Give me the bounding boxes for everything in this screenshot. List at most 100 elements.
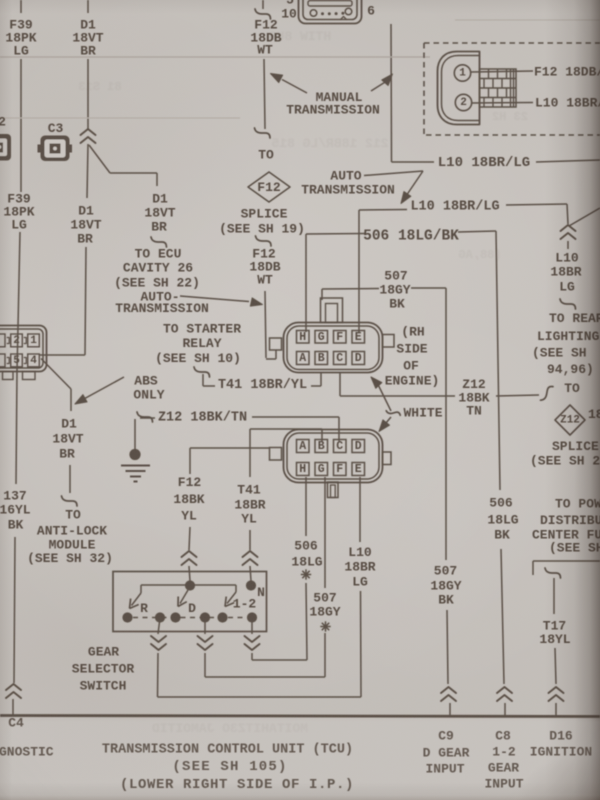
svg-text:18BK: 18BK [173, 492, 204, 507]
svg-text:AUTO: AUTO [330, 169, 361, 184]
svg-text:LG: LG [559, 280, 575, 295]
svg-text:TRANSMISSION CONTROL UNIT (TCU: TRANSMISSION CONTROL UNIT (TCU) [102, 743, 353, 758]
svg-text:ENGINE): ENGINE) [385, 374, 440, 389]
svg-text:LG: LG [352, 575, 368, 590]
svg-text:SPLICE: SPLICE [552, 439, 599, 454]
svg-text:18VT: 18VT [144, 206, 175, 221]
svg-text:507: 507 [384, 269, 407, 284]
svg-text:F12: F12 [178, 475, 202, 490]
svg-text:LG: LG [11, 218, 27, 233]
svg-text:(SEE SH: (SEE SH [532, 346, 587, 361]
svg-text:TRANSMISSION: TRANSMISSION [115, 301, 209, 316]
svg-text:T17: T17 [543, 619, 566, 634]
svg-text:H: H [299, 463, 306, 476]
svg-text:Z12: Z12 [462, 377, 486, 392]
svg-text:F12 18DB/: F12 18DB/ [534, 65, 600, 80]
svg-text:81 S13: 81 S13 [78, 80, 121, 94]
svg-text:TO: TO [65, 508, 81, 523]
svg-text:(88,AG: (88,AG [458, 248, 501, 262]
svg-text:F39: F39 [7, 192, 31, 207]
svg-text:18GY: 18GY [309, 605, 340, 620]
svg-text:18PK: 18PK [3, 205, 34, 220]
svg-text:YL: YL [241, 512, 257, 527]
svg-text:MANUAL: MANUAL [316, 90, 363, 105]
svg-text:BK: BK [8, 518, 24, 533]
svg-text:507: 507 [434, 564, 457, 579]
svg-text:(SEE SH 2: (SEE SH 2 [530, 454, 600, 469]
svg-text:HTIW 8U8: HTIW 8U8 [269, 29, 332, 44]
svg-text:N: N [257, 585, 265, 600]
svg-text:SIDE: SIDE [396, 342, 427, 357]
svg-text:18LG: 18LG [291, 555, 322, 570]
svg-text:LG: LG [13, 44, 29, 59]
svg-text:H: H [299, 331, 306, 344]
svg-text:18BR: 18BR [550, 265, 581, 280]
svg-text:BK: BK [438, 593, 454, 608]
svg-text:TO: TO [258, 148, 274, 163]
svg-text:506: 506 [294, 539, 318, 554]
svg-text:18BR: 18BR [344, 560, 375, 575]
svg-text:YL: YL [181, 509, 197, 524]
svg-text:(SEE SH: (SEE SH [549, 541, 600, 556]
svg-text:18BK: 18BK [458, 391, 489, 406]
svg-text:B: B [318, 440, 325, 453]
svg-text:BR: BR [59, 447, 75, 462]
svg-text:L10 18BR/LG: L10 18BR/LG [410, 200, 499, 215]
svg-text:(SEE SH 22): (SEE SH 22) [114, 276, 200, 291]
svg-text:L10: L10 [348, 545, 372, 560]
svg-text:SWITCH: SWITCH [80, 679, 127, 694]
svg-text:A: A [299, 352, 306, 365]
svg-text:(SEE SH 32): (SEE SH 32) [27, 551, 113, 566]
svg-text:F39: F39 [9, 18, 33, 33]
svg-text:18PK: 18PK [5, 31, 36, 46]
svg-text:WT: WT [257, 43, 273, 58]
svg-text:18LG: 18LG [487, 513, 518, 528]
svg-text:TN: TN [466, 404, 482, 419]
svg-text:D: D [355, 440, 362, 453]
svg-text:18DB: 18DB [250, 31, 281, 46]
svg-text:D1: D1 [61, 417, 77, 432]
svg-text:OF: OF [403, 359, 419, 374]
svg-text:16YL: 16YL [0, 503, 31, 518]
svg-text:T41: T41 [237, 483, 261, 498]
svg-text:C9: C9 [438, 729, 454, 744]
svg-text:5: 5 [13, 355, 20, 367]
svg-text:(SEE SH 10): (SEE SH 10) [155, 351, 241, 366]
svg-text:2: 2 [0, 115, 6, 130]
svg-text:507: 507 [313, 591, 336, 606]
svg-text:TRANSMISSION: TRANSMISSION [286, 103, 380, 118]
svg-text:B: B [318, 352, 325, 365]
svg-text:18VT: 18VT [72, 31, 103, 46]
svg-text:1: 1 [30, 335, 37, 347]
svg-text:4: 4 [30, 355, 37, 367]
svg-text:C3: C3 [48, 121, 64, 136]
svg-text:10: 10 [281, 7, 297, 22]
svg-text:F12: F12 [257, 180, 281, 195]
svg-text:GNOSTIC: GNOSTIC [0, 745, 54, 760]
svg-text:TO: TO [564, 381, 580, 396]
svg-text:MODULE: MODULE [49, 538, 96, 553]
svg-text:1-2: 1-2 [492, 745, 516, 760]
svg-text:DISTRIBUT: DISTRIBUT [540, 513, 600, 528]
svg-text:18GY: 18GY [430, 579, 461, 594]
svg-text:INPUT: INPUT [484, 777, 523, 792]
svg-text:G: G [318, 463, 325, 476]
svg-text:D: D [188, 601, 196, 616]
svg-text:G: G [318, 331, 325, 344]
svg-text:1-2: 1-2 [233, 597, 257, 612]
svg-text:2: 2 [13, 335, 20, 347]
svg-text:BR: BR [80, 44, 96, 59]
svg-text:MOITAHITZ3O JAMOITID: MOITAHITZ3O JAMOITID [152, 721, 308, 736]
svg-text:TO POWER: TO POWER [555, 497, 600, 512]
svg-text:C4: C4 [8, 716, 24, 731]
svg-text:6: 6 [367, 4, 375, 19]
svg-text:ONLY: ONLY [133, 388, 164, 403]
svg-text:A: A [299, 440, 306, 453]
svg-text:CAVITY 26: CAVITY 26 [123, 261, 193, 276]
svg-text:D1: D1 [152, 192, 168, 207]
svg-text:18GY: 18GY [379, 283, 410, 298]
svg-text:(RH: (RH [401, 325, 424, 340]
svg-text:D1: D1 [80, 18, 96, 33]
svg-text:F: F [336, 331, 343, 344]
svg-text:23 H2: 23 H2 [492, 110, 528, 124]
